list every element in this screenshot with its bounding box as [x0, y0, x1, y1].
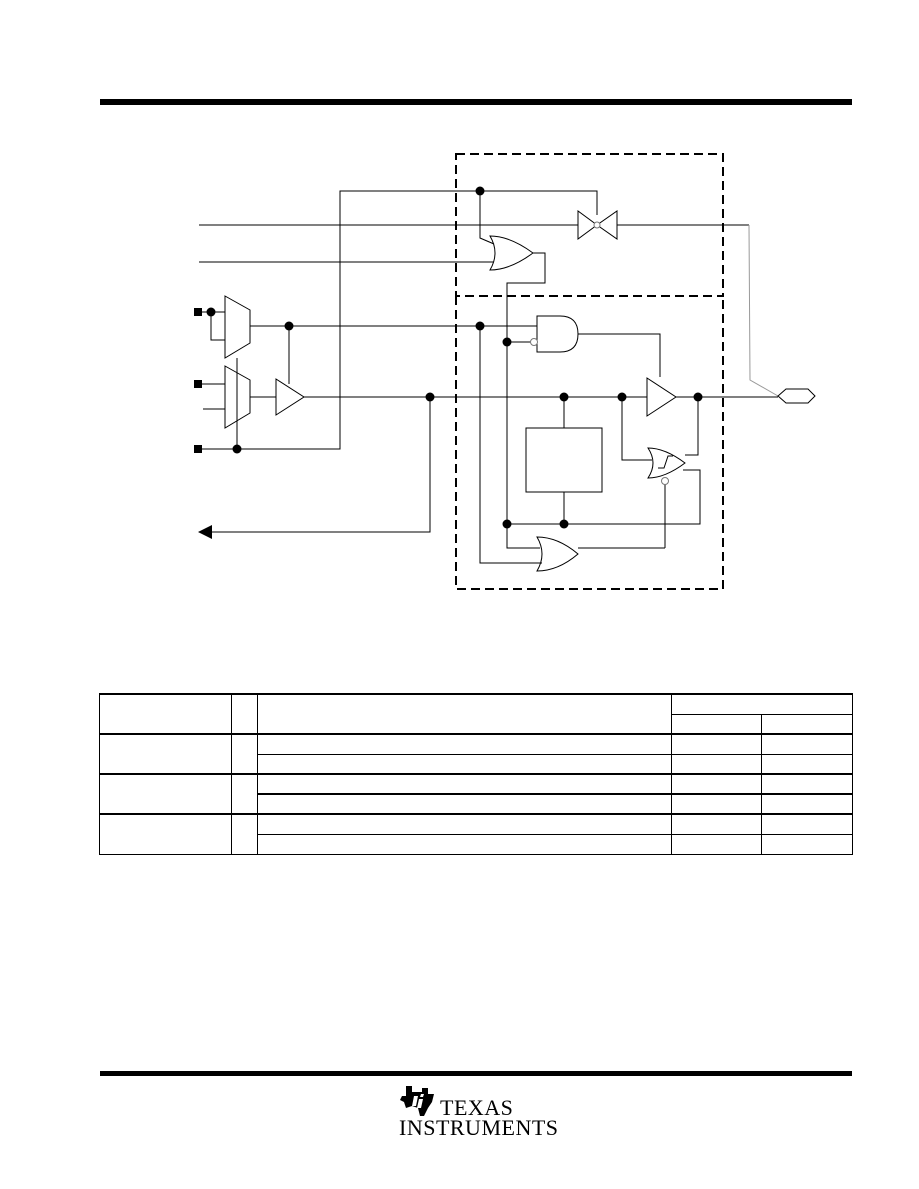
table-cell	[671, 693, 853, 715]
table-cell	[761, 713, 853, 735]
table-cell	[257, 733, 672, 755]
table-cell	[761, 753, 853, 775]
wire-lower-bus	[507, 469, 701, 525]
table-cell	[99, 693, 232, 735]
schmitt-or-gate	[647, 447, 686, 479]
mux-2	[224, 365, 251, 429]
junction-dot	[617, 392, 627, 402]
junction-dot	[559, 392, 569, 402]
buffer-1	[275, 378, 305, 416]
table-cell	[671, 753, 762, 775]
table-cell	[761, 813, 853, 835]
table-row	[99, 773, 853, 815]
header-rule	[100, 99, 852, 105]
brand-text-texas: TEXAS	[440, 1095, 514, 1120]
junction-dot	[475, 186, 485, 196]
table-row	[99, 813, 853, 855]
junction-dot	[425, 392, 435, 402]
table-cell	[231, 813, 258, 855]
inversion-bubble-schmitt	[661, 477, 669, 485]
table-cell	[671, 793, 762, 815]
junction-dot	[284, 321, 294, 331]
output-pad	[777, 388, 816, 404]
junction-dot	[559, 519, 569, 529]
table-cell	[671, 813, 762, 835]
table-row	[99, 733, 853, 775]
junction-dot	[475, 321, 485, 331]
table-cell	[257, 753, 672, 775]
wire-top-loop	[237, 190, 598, 450]
junction-dot	[502, 337, 512, 347]
ti-logo-icon	[400, 1086, 434, 1116]
table-cell	[257, 793, 672, 815]
table-cell	[671, 733, 762, 755]
table-cell	[231, 733, 258, 775]
wire-and-out	[578, 333, 661, 377]
table-cell	[671, 833, 762, 855]
wire-or1-branch	[479, 191, 495, 245]
arrow-left-icon	[198, 525, 212, 539]
junction-dot	[693, 392, 703, 402]
or-gate-2	[536, 536, 579, 572]
table-cell	[231, 773, 258, 815]
table-row	[100, 833, 853, 855]
table-cell	[761, 793, 853, 815]
table-cell	[99, 733, 232, 775]
table-cell	[257, 693, 672, 735]
inversion-bubble-tg	[593, 221, 601, 229]
wire-schmitt-fb	[685, 397, 699, 456]
brand-text-instruments: INSTRUMENTS	[399, 1115, 559, 1140]
hysteresis-icon	[658, 455, 673, 469]
table-cell	[99, 773, 232, 815]
table-cell	[761, 733, 853, 755]
and-gate	[536, 315, 579, 353]
wire-or2-in	[479, 326, 542, 564]
or-gate-1	[489, 235, 534, 271]
logic-schematic	[194, 153, 816, 590]
mux-1	[224, 295, 251, 359]
wire-return	[210, 397, 431, 533]
junction-dot	[502, 519, 512, 529]
internal-block	[525, 427, 603, 493]
terminal-pad-3	[194, 445, 202, 453]
boundary-box-lower	[455, 296, 724, 590]
texas-instruments-logo: TEXAS INSTRUMENTS	[396, 1084, 559, 1144]
transmission-gate-left	[577, 210, 598, 240]
table-cell	[257, 833, 672, 855]
wire-schmitt-in	[621, 397, 652, 461]
table-cell	[671, 713, 762, 735]
terminal-pad-2	[194, 380, 202, 388]
table-row	[99, 693, 853, 735]
table-cell	[257, 813, 672, 835]
wire-mux1-feedback	[210, 312, 225, 341]
wire-or1-out	[506, 252, 546, 549]
junction-dot	[206, 307, 216, 317]
table-cell	[761, 773, 853, 795]
footer-rule	[100, 1071, 852, 1076]
junction-dot	[232, 444, 242, 454]
buffer-2	[646, 377, 677, 417]
inversion-bubble-and	[530, 338, 538, 346]
table-cell	[231, 693, 258, 735]
spec-table	[99, 693, 853, 855]
table-cell	[257, 773, 672, 795]
terminal-pad-1	[194, 308, 202, 316]
table-cell	[761, 833, 853, 855]
wire-pad-link	[748, 224, 779, 397]
table-cell	[671, 773, 762, 795]
transmission-gate-right	[596, 210, 618, 240]
table-cell	[99, 813, 232, 855]
